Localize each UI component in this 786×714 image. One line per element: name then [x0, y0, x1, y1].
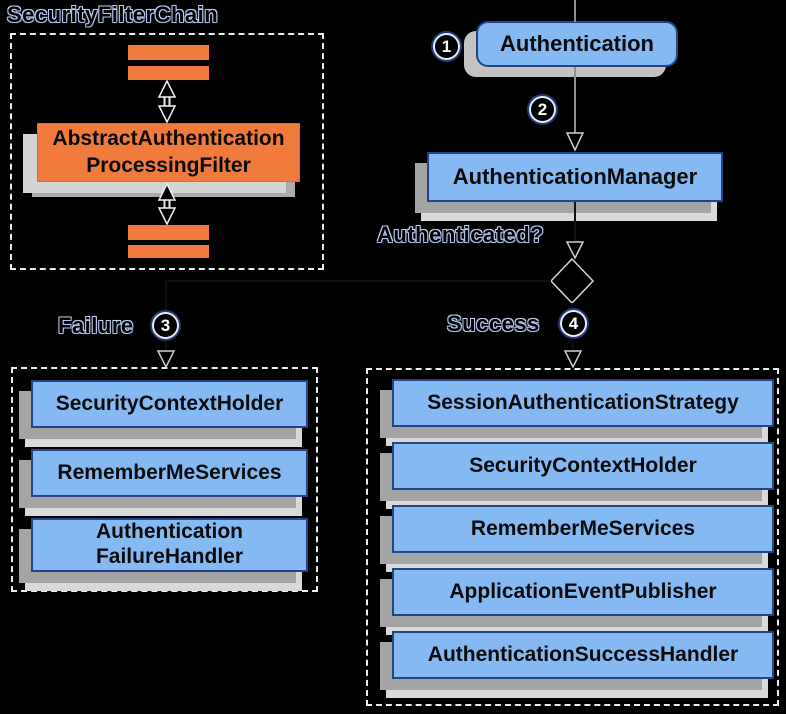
handler-label-line: RememberMeServices: [57, 460, 282, 484]
success-handler-box: RememberMeServices: [392, 505, 774, 553]
handler-label-line: FailureHandler: [95, 544, 244, 568]
handler-label-line: SessionAuthenticationStrategy: [427, 390, 739, 414]
authentication-manager-node: AuthenticationManager: [427, 152, 723, 202]
authentication-manager-label: AuthenticationManager: [452, 164, 698, 189]
filter-bar: [128, 45, 209, 60]
handler-label-line: RememberMeServices: [470, 516, 696, 540]
success-handler-box: AuthenticationSuccessHandler: [392, 631, 774, 679]
success-handler-box: ApplicationEventPublisher: [392, 568, 774, 616]
arrow-down-icon: [565, 132, 585, 152]
handler-label-line: ApplicationEventPublisher: [449, 579, 717, 603]
authentication-label: Authentication: [500, 31, 654, 56]
box-label-line: ProcessingFilter: [86, 153, 251, 177]
failure-label: Failure: [58, 313, 134, 338]
filter-bar: [128, 66, 209, 80]
failure-arrow-icon: [156, 350, 176, 369]
decision-diamond-icon: [549, 257, 595, 305]
step-4-badge: 4: [560, 310, 587, 337]
success-handler-box: SecurityContextHolder: [392, 442, 774, 490]
security-filter-chain-title: SecurityFilterChain: [7, 2, 219, 27]
arrow-down-icon: [565, 241, 585, 260]
handler-label-line: SecurityContextHolder: [469, 453, 697, 477]
filter-bar: [128, 245, 209, 258]
step-1-badge: 1: [433, 33, 460, 60]
box-label-line: AbstractAuthentication: [52, 127, 285, 151]
success-arrow-icon: [563, 350, 583, 369]
authenticated-question-label: Authenticated?: [377, 222, 545, 247]
step-2-badge: 2: [529, 96, 556, 123]
success-label: Success: [447, 311, 540, 336]
handler-label-line: SecurityContextHolder: [55, 391, 284, 415]
step-3-badge: 3: [152, 312, 179, 339]
success-handler-box: SessionAuthenticationStrategy: [392, 379, 774, 427]
failure-handler-box: RememberMeServices: [31, 449, 308, 497]
failure-handler-box: SecurityContextHolder: [31, 380, 308, 428]
handler-label-line: AuthenticationSuccessHandler: [427, 642, 739, 666]
security-filter-chain-box: [10, 33, 324, 270]
filter-bar: [128, 225, 209, 240]
handler-label-line: Authentication: [96, 520, 243, 543]
authentication-node: Authentication: [476, 21, 678, 67]
